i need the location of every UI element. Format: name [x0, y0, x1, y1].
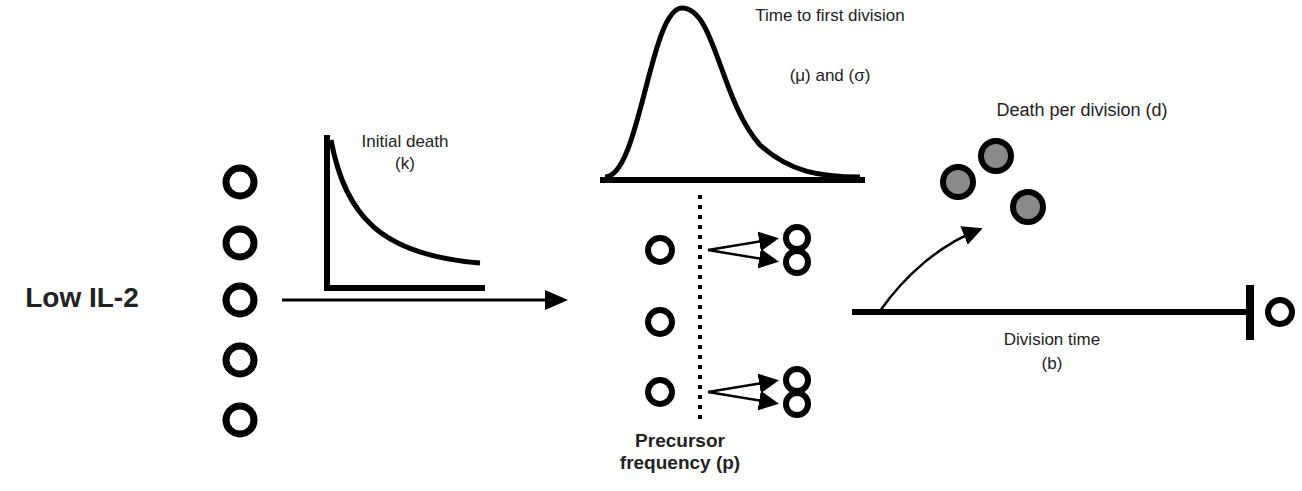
death-axes — [327, 135, 485, 288]
arrow-head — [545, 290, 568, 310]
parameter-label: Initial death — [362, 132, 449, 152]
distribution-curve — [605, 8, 860, 177]
parameter-label: Time to first division — [755, 6, 905, 26]
parameter-label: Precursor frequency (p) — [610, 430, 750, 474]
input-cells — [226, 168, 254, 434]
parameter-label: Division time — [1004, 330, 1100, 350]
parameter-symbol: (k) — [395, 154, 415, 174]
death-arrow — [880, 230, 978, 311]
condition-label: Low IL-2 — [25, 282, 139, 314]
division-line — [852, 309, 1250, 315]
decay-curve — [331, 140, 480, 263]
main-arrow — [282, 299, 548, 302]
precursor-cells — [648, 227, 808, 415]
division-arrows — [708, 239, 774, 403]
parameter-symbol: (μ) and (σ) — [790, 66, 871, 86]
end-bar — [1246, 285, 1254, 340]
final-cell — [1268, 300, 1292, 324]
distribution-baseline — [600, 177, 865, 183]
parameter-symbol: (b) — [1042, 354, 1063, 374]
parameter-label: Death per division (d) — [996, 100, 1167, 121]
dead-cells — [943, 141, 1043, 222]
division-threshold — [698, 195, 702, 420]
